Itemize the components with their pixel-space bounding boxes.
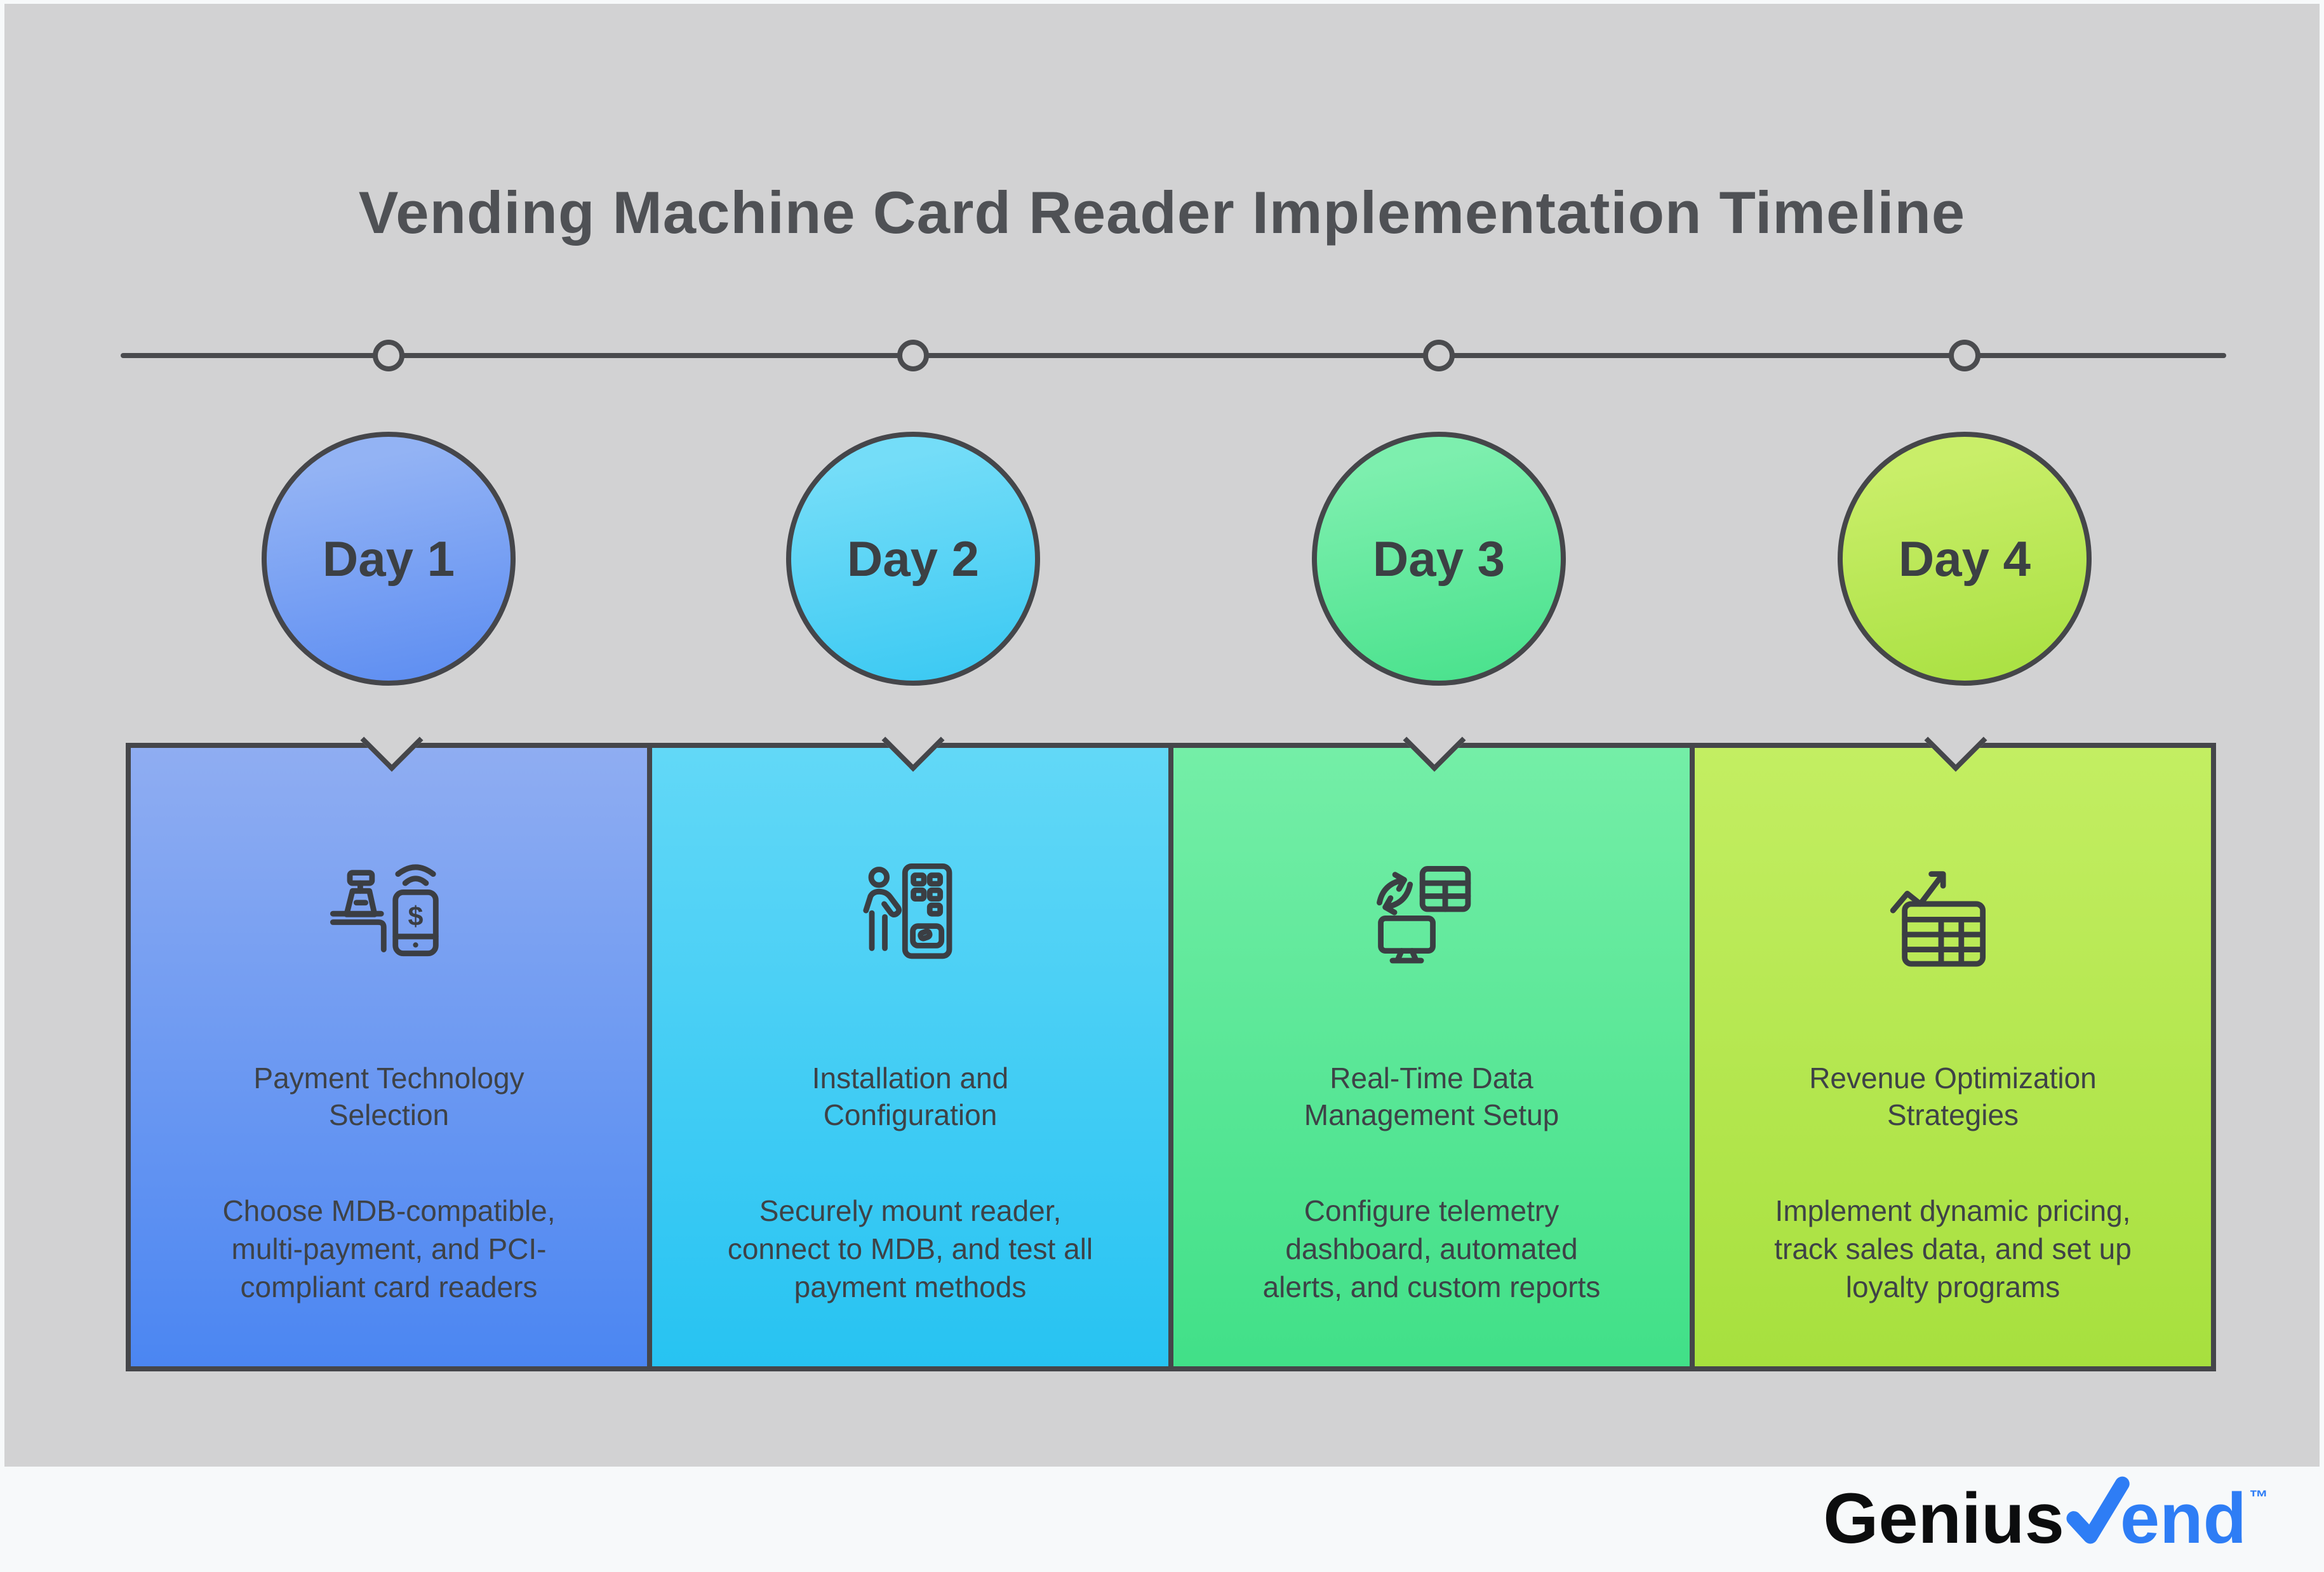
payment-terminal-and-phone-icon: $ bbox=[164, 855, 614, 989]
timeline-line bbox=[121, 353, 2226, 358]
card-day2: Installation and Configuration Securely … bbox=[647, 709, 1173, 1371]
data-sync-dashboard-icon bbox=[1206, 855, 1657, 989]
card-title: Real-Time Data Management Setup bbox=[1304, 1062, 1559, 1131]
day-label: Day 3 bbox=[1372, 530, 1506, 587]
logo-trademark: ™ bbox=[2249, 1487, 2268, 1508]
timeline-node-1 bbox=[373, 340, 404, 371]
card-description: Securely mount reader, connect to MDB, a… bbox=[727, 1194, 1093, 1303]
day-label: Day 4 bbox=[1898, 530, 2031, 587]
installer-vending-machine-icon bbox=[685, 855, 1135, 989]
card-title: Payment Technology Selection bbox=[253, 1062, 524, 1131]
check-icon bbox=[2066, 1476, 2130, 1544]
svg-text:$: $ bbox=[408, 901, 424, 931]
timeline-node-4 bbox=[1949, 340, 1980, 371]
day-circle-4: Day 4 bbox=[1838, 432, 2092, 686]
day-label: Day 1 bbox=[322, 530, 455, 587]
card-day1: $ Payment Technology Selection Choose MD… bbox=[126, 709, 652, 1371]
revenue-growth-chart-icon bbox=[1728, 855, 2178, 989]
timeline-node-2 bbox=[897, 340, 929, 371]
card-day3: Real-Time Data Management Setup Configur… bbox=[1168, 709, 1695, 1371]
cards-row: $ Payment Technology Selection Choose MD… bbox=[126, 709, 2216, 1371]
day-circle-1: Day 1 bbox=[262, 432, 516, 686]
card-description: Implement dynamic pricing, track sales d… bbox=[1774, 1194, 2132, 1303]
logo-text-end: end bbox=[2120, 1479, 2247, 1558]
timeline-node-3 bbox=[1423, 340, 1455, 371]
card-description: Choose MDB-compatible, multi-payment, an… bbox=[222, 1194, 556, 1303]
page-title: Vending Machine Card Reader Implementati… bbox=[358, 178, 1966, 246]
card-title: Revenue Optimization Strategies bbox=[1809, 1062, 2097, 1131]
day-label: Day 2 bbox=[846, 530, 980, 587]
day-circle-3: Day 3 bbox=[1312, 432, 1566, 686]
logo-text-genius: Genius bbox=[1823, 1479, 2064, 1558]
day-circle-2: Day 2 bbox=[786, 432, 1040, 686]
card-day4: Revenue Optimization Strategies Implemen… bbox=[1690, 709, 2216, 1371]
card-title: Installation and Configuration bbox=[811, 1062, 1009, 1131]
card-description: Configure telemetry dashboard, automated… bbox=[1262, 1194, 1601, 1303]
